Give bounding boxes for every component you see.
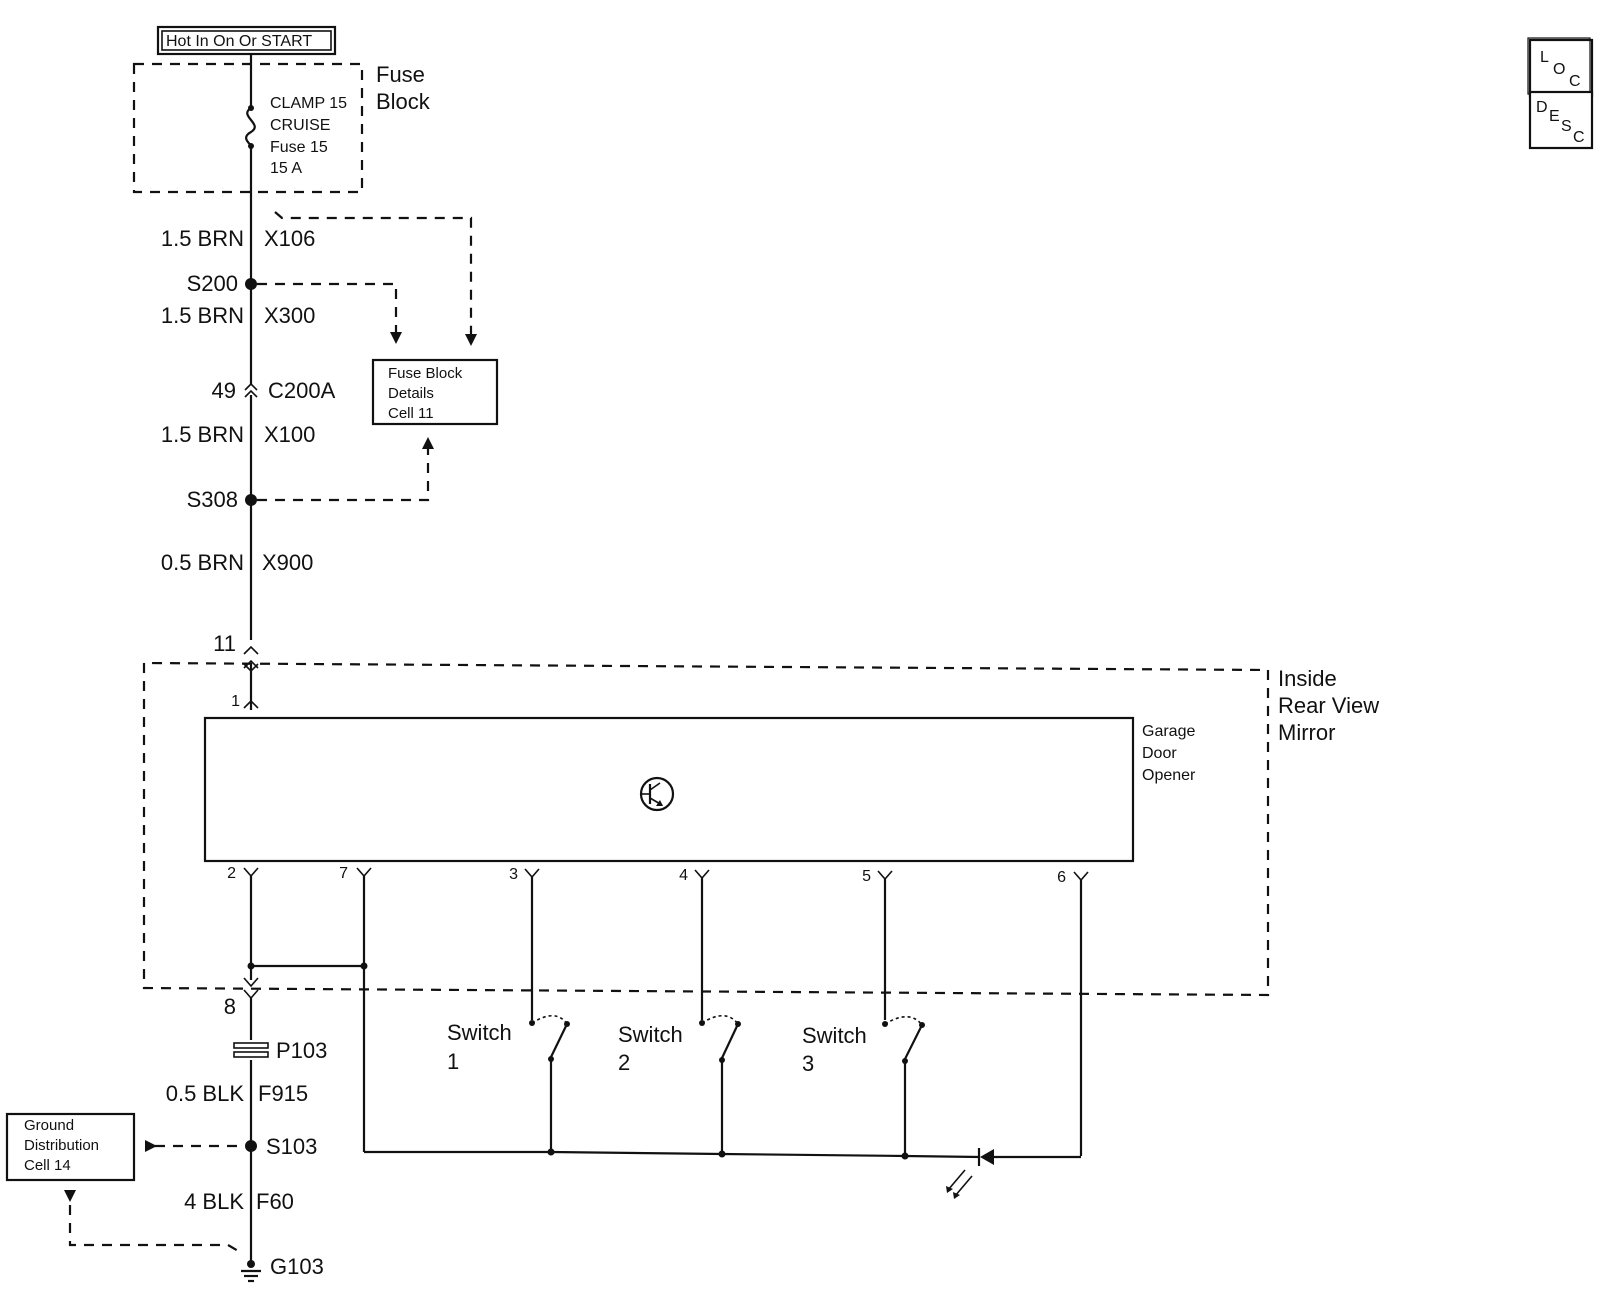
module-label-2: Door bbox=[1142, 745, 1177, 762]
fuse-details-line-3: Cell 11 bbox=[388, 405, 434, 422]
switch-3-num: 3 bbox=[802, 1051, 814, 1076]
ground-icon bbox=[241, 1260, 261, 1283]
desc-button[interactable]: D E S C bbox=[1528, 90, 1594, 150]
fuse-block-details-ref[interactable]: Fuse Block Details Cell 11 bbox=[371, 358, 499, 426]
loc-letter-l: L bbox=[1540, 49, 1549, 66]
fuse-details-line-1: Fuse Block bbox=[388, 365, 463, 382]
connector-c200a: 49 C200A bbox=[212, 378, 336, 403]
pin-8-label: 8 bbox=[224, 994, 236, 1019]
wire-f60-size: 4 BLK bbox=[184, 1189, 244, 1214]
pin-1-label: 1 bbox=[231, 693, 240, 710]
fuse-line-3: Fuse 15 bbox=[270, 139, 328, 156]
module-bottom-pins: 2 7 3 4 5 6 bbox=[227, 865, 1089, 886]
wire-x100-size: 1.5 BRN bbox=[161, 422, 244, 447]
switch-common-line bbox=[364, 1148, 1081, 1160]
pin-4-icon bbox=[694, 869, 710, 880]
loc-button[interactable]: L O C bbox=[1527, 37, 1594, 98]
desc-letter-e: E bbox=[1549, 108, 1560, 125]
wire-x100-circuit: X100 bbox=[264, 422, 315, 447]
garage-door-opener-module: Garage Door Opener bbox=[203, 716, 1196, 863]
c200a-name: C200A bbox=[268, 378, 336, 403]
pin-1-icon bbox=[243, 699, 259, 709]
switch-2-label: Switch bbox=[618, 1022, 683, 1047]
pin-3-icon bbox=[524, 868, 540, 879]
desc-letter-d: D bbox=[1536, 99, 1548, 116]
wire-x106-size: 1.5 BRN bbox=[161, 226, 244, 251]
pin-11-label: 11 bbox=[213, 631, 236, 656]
pin-11-icon bbox=[243, 645, 259, 655]
loc-letter-o: O bbox=[1553, 61, 1565, 78]
fuse-details-line-2: Details bbox=[388, 385, 434, 402]
switch-1: Switch 1 bbox=[447, 1014, 570, 1152]
switch-2-num: 2 bbox=[618, 1050, 630, 1075]
wire-f915-size: 0.5 BLK bbox=[166, 1081, 245, 1106]
pin-4-label: 4 bbox=[679, 867, 688, 884]
fuse-details-ref-lines bbox=[257, 211, 477, 502]
mirror-title-2: Rear View bbox=[1278, 693, 1379, 718]
fuse-block-title-1: Fuse bbox=[376, 62, 425, 87]
switch-1-label: Switch bbox=[447, 1020, 512, 1045]
ground-distribution-ref[interactable]: Ground Distribution Cell 14 bbox=[5, 1112, 136, 1182]
splice-s103 bbox=[245, 1140, 257, 1152]
p103-passthrough-icon bbox=[233, 1042, 269, 1058]
p103-label: P103 bbox=[276, 1038, 327, 1063]
fuse-block: Fuse Block CLAMP 15 CRUISE Fuse 15 15 A bbox=[132, 62, 431, 194]
splice-s200 bbox=[245, 278, 257, 290]
power-source-label: Hot In On Or START bbox=[156, 25, 337, 56]
pin-3-label: 3 bbox=[509, 866, 518, 883]
pin-2-label: 2 bbox=[227, 865, 236, 882]
ground-ref-lines bbox=[64, 1140, 245, 1253]
switch-1-num: 1 bbox=[447, 1049, 459, 1074]
wire-x900-size: 0.5 BRN bbox=[161, 550, 244, 575]
ground-ref-line-1: Ground bbox=[24, 1117, 74, 1134]
loc-letter-c: C bbox=[1569, 73, 1581, 90]
splice-s308-label: S308 bbox=[187, 487, 238, 512]
fuse-line-2: CRUISE bbox=[270, 117, 330, 134]
desc-letter-c: C bbox=[1573, 129, 1585, 146]
pin-6-label: 6 bbox=[1057, 869, 1066, 886]
mirror-title-3: Mirror bbox=[1278, 720, 1335, 745]
fuse-line-1: CLAMP 15 bbox=[270, 95, 347, 112]
ground-ref-line-2: Distribution bbox=[24, 1137, 99, 1154]
switch-3: Switch 3 bbox=[802, 1015, 925, 1156]
pin-7-label: 7 bbox=[339, 865, 348, 882]
inside-rear-view-mirror: Inside Rear View Mirror bbox=[142, 661, 1379, 997]
wire-f915-circuit: F915 bbox=[258, 1081, 308, 1106]
internal-wiring bbox=[247, 876, 1083, 1156]
switch-2: Switch 2 bbox=[618, 1014, 741, 1154]
fuse-icon bbox=[245, 105, 256, 149]
pin-8-icon bbox=[243, 989, 259, 1000]
wire-x900-circuit: X900 bbox=[262, 550, 313, 575]
fuse-block-title-2: Block bbox=[376, 89, 431, 114]
mirror-title-1: Inside bbox=[1278, 666, 1337, 691]
pin-2-icon bbox=[243, 867, 259, 878]
wire-x300-circuit: X300 bbox=[264, 303, 315, 328]
wire-x300-size: 1.5 BRN bbox=[161, 303, 244, 328]
power-source-text: Hot In On Or START bbox=[166, 33, 312, 50]
wire-x106-circuit: X106 bbox=[264, 226, 315, 251]
module-label-1: Garage bbox=[1142, 723, 1195, 740]
led-icon bbox=[946, 1148, 994, 1199]
module-label-3: Opener bbox=[1142, 767, 1196, 784]
g103-label: G103 bbox=[270, 1254, 324, 1279]
pin-6-icon bbox=[1073, 871, 1089, 882]
pin-7-icon bbox=[356, 867, 372, 878]
transistor-icon bbox=[639, 776, 675, 812]
splice-s103-label: S103 bbox=[266, 1134, 317, 1159]
pin-5-icon bbox=[877, 870, 893, 881]
ground-ref-line-3: Cell 14 bbox=[24, 1157, 71, 1174]
pin-8-upper-icon bbox=[243, 977, 259, 988]
switch-3-label: Switch bbox=[802, 1023, 867, 1048]
desc-letter-s: S bbox=[1561, 118, 1572, 135]
wire-f60-circuit: F60 bbox=[256, 1189, 294, 1214]
pin-5-label: 5 bbox=[862, 868, 871, 885]
splice-s200-label: S200 bbox=[187, 271, 238, 296]
c200a-pin: 49 bbox=[212, 378, 236, 403]
fuse-line-4: 15 A bbox=[270, 160, 302, 177]
splice-s308 bbox=[245, 494, 257, 506]
